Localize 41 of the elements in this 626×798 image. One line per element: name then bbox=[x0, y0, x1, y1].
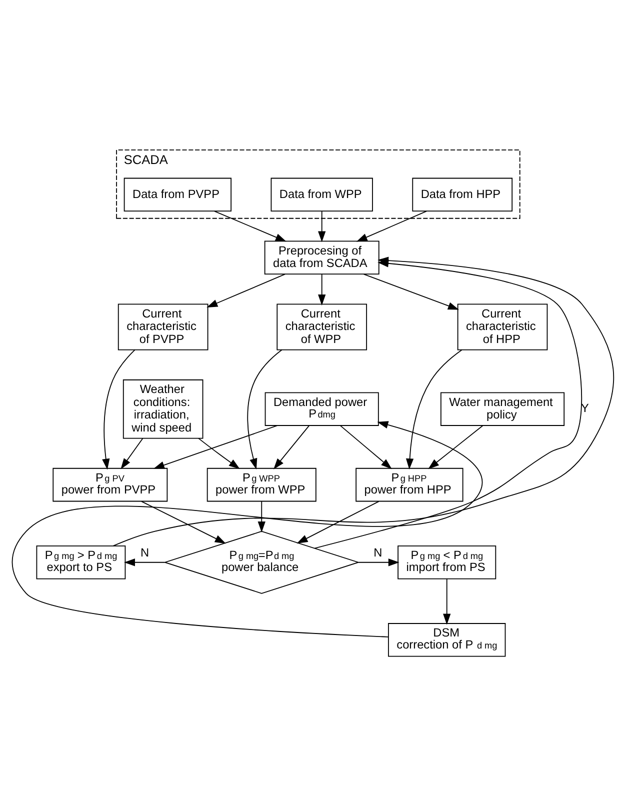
arrow bbox=[296, 500, 380, 543]
arrow bbox=[198, 437, 240, 468]
arrow bbox=[274, 424, 310, 469]
arrow bbox=[141, 500, 226, 544]
node-box: Current characteristic of WPP bbox=[276, 303, 367, 350]
node-box: Demanded power Pdmg bbox=[264, 392, 379, 426]
edge-label: N bbox=[140, 544, 150, 559]
arrow bbox=[428, 424, 484, 469]
arrow bbox=[153, 424, 278, 468]
node-box: Weather conditions: irradiation, wind speed bbox=[122, 378, 204, 438]
arrow bbox=[358, 558, 400, 566]
arrow bbox=[102, 348, 136, 470]
arrow bbox=[363, 273, 459, 310]
arrow bbox=[443, 578, 451, 624]
arrow bbox=[340, 424, 392, 469]
arrow bbox=[406, 349, 462, 470]
arrow bbox=[318, 273, 326, 305]
arrow bbox=[124, 558, 166, 566]
arrow bbox=[206, 273, 286, 308]
node-box: Data from HPP bbox=[412, 177, 513, 212]
node-box: Pg WPP power from WPP bbox=[206, 467, 316, 502]
arrow bbox=[356, 210, 427, 242]
node-box: Pg PV power from PVPP bbox=[52, 467, 168, 502]
node-box: Data from WPP bbox=[270, 177, 373, 212]
edge-label: Y bbox=[580, 400, 589, 415]
node-box: Pg mg > Pd mg export to PS bbox=[36, 545, 126, 579]
node-box: Current characteristic of HPP bbox=[457, 303, 548, 350]
arrow bbox=[314, 259, 582, 548]
node-box: Current characteristic of PVPP bbox=[118, 303, 208, 350]
node-box: Water management policy bbox=[440, 392, 565, 426]
arrow bbox=[318, 210, 326, 242]
node-box: Data from PVPP bbox=[124, 177, 232, 212]
arrow bbox=[247, 348, 282, 469]
arrow bbox=[120, 437, 144, 469]
node-diamond: Pg mg=Pd mg power balance bbox=[163, 530, 360, 594]
node-box: Pg mg < Pd mg import from PS bbox=[398, 545, 496, 579]
arrow bbox=[12, 420, 483, 637]
node-box: Preprocesing of data from SCADA bbox=[264, 240, 380, 274]
node-box: Pg HPP power from HPP bbox=[356, 467, 464, 502]
arrow bbox=[258, 500, 266, 532]
edge-label: N bbox=[374, 544, 382, 559]
